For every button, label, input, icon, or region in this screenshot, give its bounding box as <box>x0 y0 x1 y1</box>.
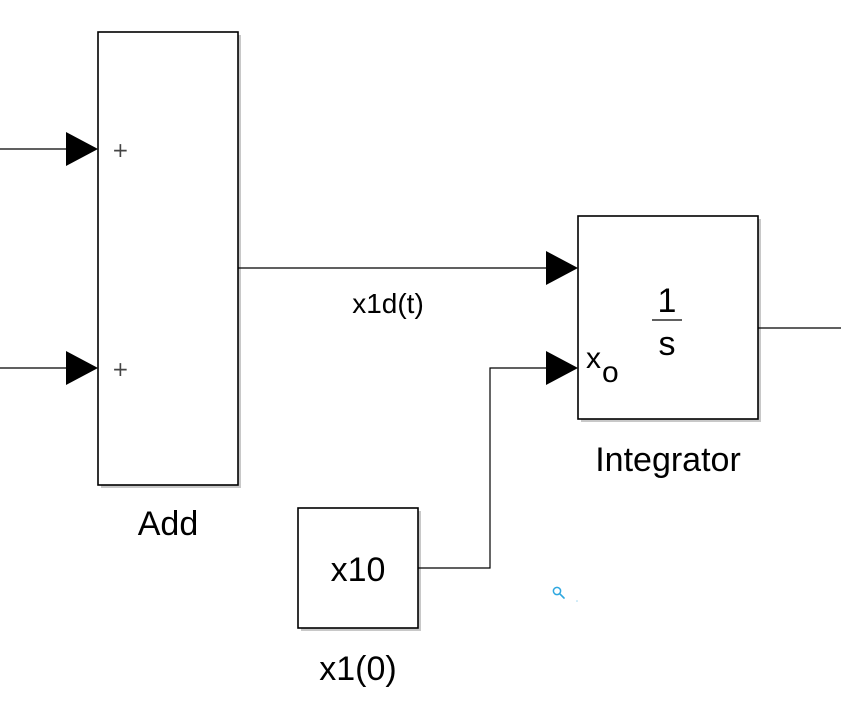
integrator-block-name: Integrator <box>595 441 741 479</box>
integrator-ic-port-label: x <box>586 342 601 375</box>
add-block[interactable]: + + <box>97 31 241 488</box>
integrator-numerator: 1 <box>658 282 677 320</box>
integrator-block[interactable]: 1 s x o <box>577 215 761 422</box>
constant-value: x10 <box>331 551 386 589</box>
add-port-1-sign: + <box>112 138 129 162</box>
constant-block[interactable]: x10 <box>297 507 421 631</box>
add-input-1-arrow <box>66 132 98 166</box>
add-input-2-arrow <box>66 351 98 385</box>
integrator-denominator: s <box>659 325 676 363</box>
add-port-2-sign: + <box>112 357 129 381</box>
initial-condition-wire[interactable] <box>418 367 550 569</box>
integrator-input-arrow <box>546 251 578 285</box>
signal-x1d-label: x1d(t) <box>352 288 424 319</box>
magnifier-icon[interactable] <box>552 586 578 602</box>
integrator-ic-input-arrow <box>546 351 578 385</box>
add-block-name: Add <box>138 505 199 543</box>
integrator-ic-port-subscript: o <box>602 356 619 389</box>
constant-block-name: x1(0) <box>319 650 396 688</box>
